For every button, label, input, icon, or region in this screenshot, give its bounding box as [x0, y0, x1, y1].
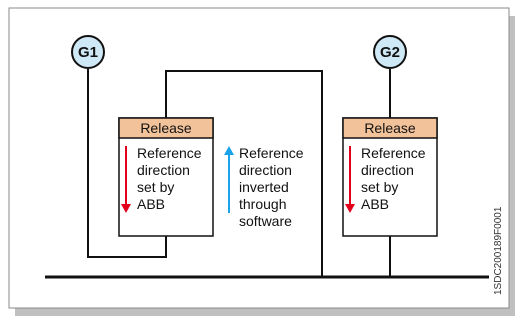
release-block-2: Release Reference direction set by ABB	[342, 117, 438, 237]
release-2-text-line: set by	[361, 179, 398, 195]
generator-g1-label: G1	[78, 44, 98, 61]
inverted-direction-note: Reference direction inverted through sof…	[224, 145, 307, 229]
generator-g2-symbol	[373, 35, 407, 69]
red-arrow-head-icon	[345, 204, 355, 213]
red-arrow-head-icon	[121, 204, 131, 213]
release-1-text-line: direction	[137, 162, 190, 178]
release-1-text-line: ABB	[137, 196, 165, 212]
generator-g1: G1	[71, 35, 105, 69]
release-1-title: Release	[140, 120, 192, 136]
generator-g2: G2	[373, 35, 407, 69]
release-1-text-line: set by	[137, 179, 174, 195]
inverted-note-line: through	[239, 196, 286, 212]
release-2-title: Release	[364, 120, 416, 136]
release-2-text-line: Reference	[361, 145, 426, 161]
release-1-text: Reference direction set by ABB	[137, 145, 205, 212]
inverted-note-text: Reference direction inverted through sof…	[239, 145, 307, 229]
release-block-1: Release Reference direction set by ABB	[118, 117, 214, 237]
release-2-text-line: ABB	[361, 196, 389, 212]
release-2-text-line: direction	[361, 162, 414, 178]
blue-arrow-head-icon	[224, 146, 234, 155]
release-2-header	[342, 117, 438, 139]
document-code: 1SDC200189F0001	[493, 206, 504, 295]
inverted-note-line: Reference	[239, 145, 304, 161]
release-1-text-line: Reference	[137, 145, 202, 161]
generator-g2-label: G2	[380, 44, 400, 61]
release-1-header	[118, 117, 214, 139]
inverted-note-line: inverted	[239, 179, 289, 195]
release-2-text: Reference direction set by ABB	[361, 145, 429, 212]
generator-g1-symbol	[71, 35, 105, 69]
inverted-note-line: direction	[239, 162, 292, 178]
inverted-note-line: software	[239, 213, 292, 229]
